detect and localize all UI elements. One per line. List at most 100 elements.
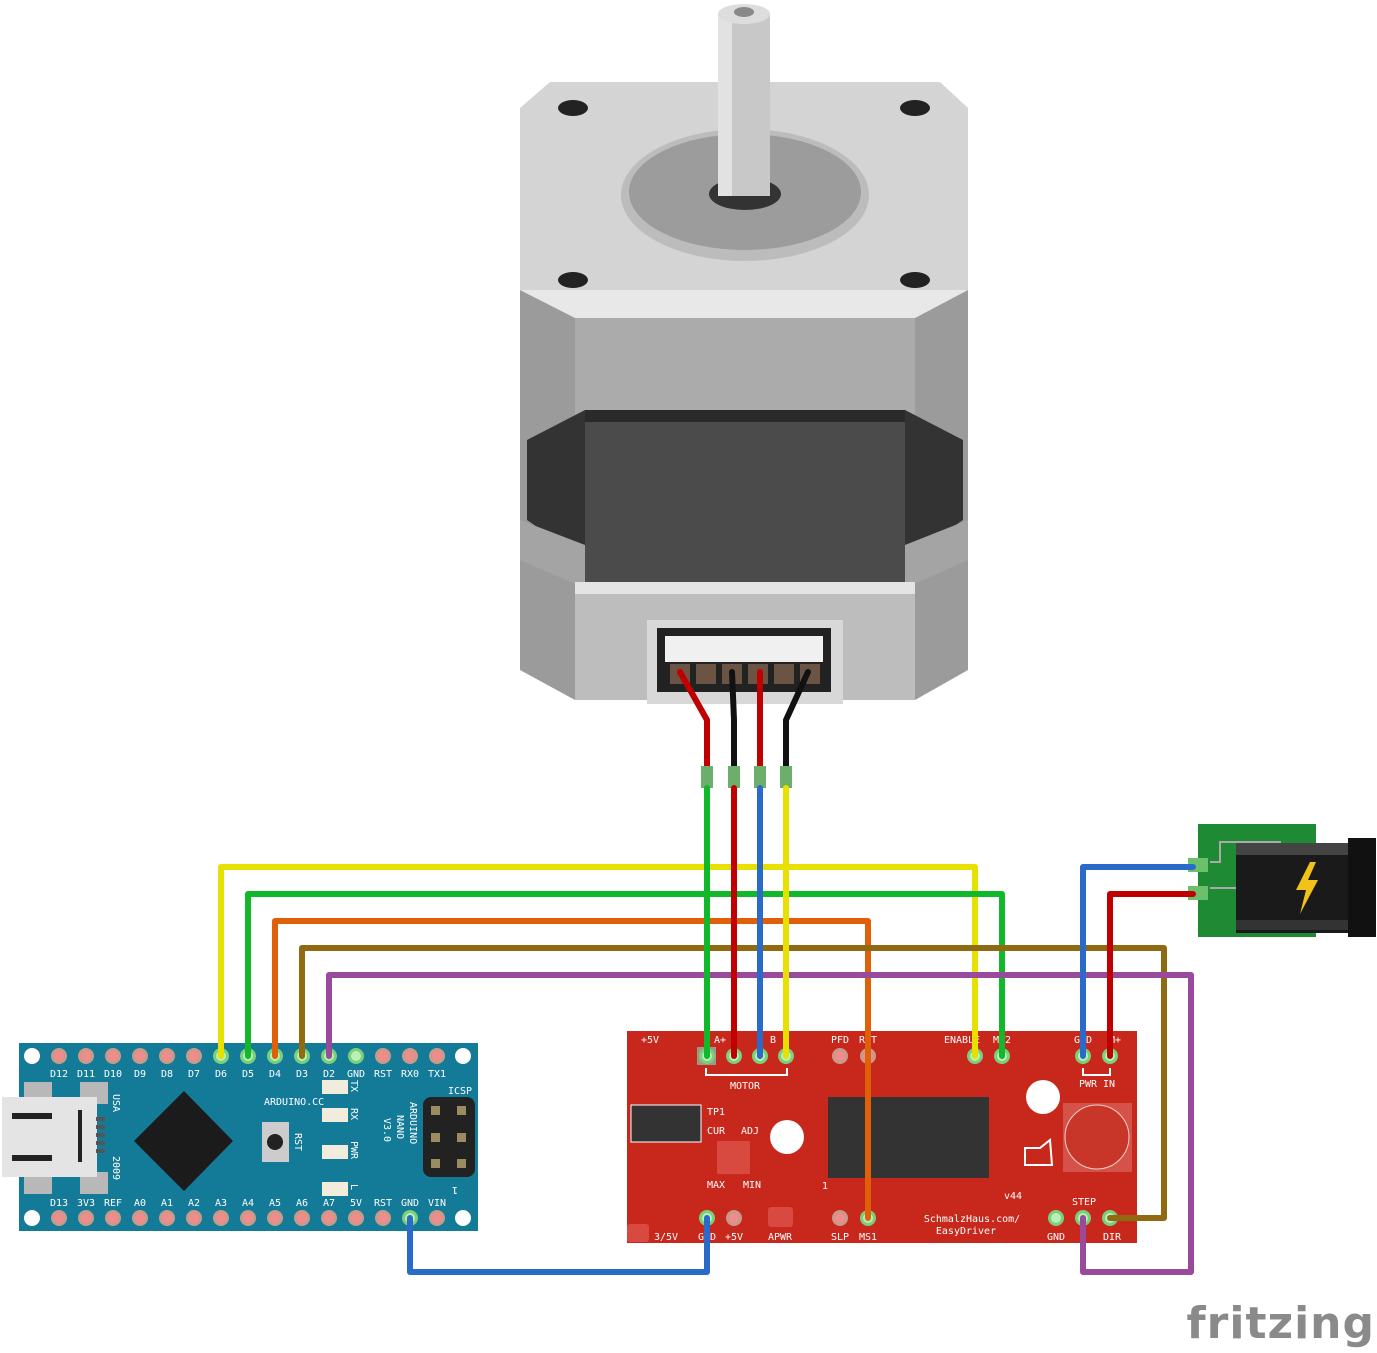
easydriver-pin-gnd-2-pad (1051, 1213, 1061, 1223)
arduino-pin-d8-pad (162, 1051, 172, 1061)
arduino-pin-label: D9 (134, 1069, 146, 1080)
arduino-pin-label: D4 (269, 1069, 281, 1080)
easydriver-pin-label: A+ (714, 1035, 726, 1046)
easydriver-pin-label: 3/5V (654, 1232, 678, 1243)
arduino-pin-label: REF (104, 1198, 122, 1209)
easydriver-pin-label: APWR (768, 1232, 793, 1243)
max-label: MAX (707, 1180, 725, 1191)
wire-blue-pwr-gnd (1080, 864, 1196, 1059)
arduino-pin-label: D10 (104, 1069, 122, 1080)
version-label: v44 (1004, 1191, 1022, 1202)
arduino-pin-label: D11 (77, 1069, 95, 1080)
arduino-pin-label: VIN (428, 1198, 446, 1209)
mount-hole (900, 100, 930, 116)
usa-label: USA (110, 1094, 121, 1112)
easydriver-pin-label: PFD (831, 1035, 849, 1046)
arduino-pin-label: TX1 (428, 1069, 446, 1080)
arduino-pin-label: 3V3 (77, 1198, 95, 1209)
brand-label: ARDUINO.CC (264, 1097, 324, 1108)
model-line-1: ARDUINO (407, 1102, 418, 1144)
arduino-pin-rst-pad (378, 1051, 388, 1061)
mount-hole (558, 100, 588, 116)
arduino-pin-d9-pad (135, 1051, 145, 1061)
mount-hole (558, 272, 588, 288)
easydriver-pin-label: ENABLE (944, 1035, 980, 1046)
arduino-pin-label: A0 (134, 1198, 146, 1209)
model-line-2: NANO (394, 1115, 405, 1139)
arduino-pin-label: A5 (269, 1198, 281, 1209)
model-line-3: V3.0 (381, 1118, 392, 1142)
arduino-pin-label: A2 (188, 1198, 200, 1209)
arduino-pin-d12-pad (54, 1051, 64, 1061)
led-tx-label: TX (348, 1080, 359, 1092)
pwr-in-label: PWR IN (1079, 1079, 1115, 1090)
easydriver-pin-pfd-pad (835, 1051, 845, 1061)
led-pwr-label: PWR (348, 1141, 359, 1160)
arduino-pin-5v-pad (351, 1213, 361, 1223)
url-line-1: SchmalzHaus.com/ (924, 1214, 1020, 1225)
arduino-pin-a7-pad (324, 1213, 334, 1223)
arduino-pin-label: A4 (242, 1198, 254, 1209)
led-rx-label: RX (348, 1108, 359, 1120)
wires (218, 785, 1196, 1275)
easydriver-pin-label: +5V (641, 1035, 659, 1046)
arduino-pin-d7-pad (189, 1051, 199, 1061)
adj-label: ADJ (741, 1126, 759, 1137)
arduino-pin-a3-pad (216, 1213, 226, 1223)
arduino-pin-rx0-pad (405, 1051, 415, 1061)
wire-brown-dir (299, 945, 1167, 1221)
arduino-pin-a1-pad (162, 1213, 172, 1223)
arduino-pin-label: GND (347, 1069, 365, 1080)
arduino-pin-label: GND (401, 1198, 419, 1209)
arduino-pin-d11-pad (81, 1051, 91, 1061)
year-label: 2009 (110, 1156, 121, 1180)
arduino-pin-label: A3 (215, 1198, 227, 1209)
easydriver-pin-5v-pad (729, 1213, 739, 1223)
power-jack[interactable] (1188, 824, 1376, 937)
arduino-pin-rst-pad (378, 1213, 388, 1223)
current-adjust-pot[interactable] (717, 1141, 750, 1174)
arduino-pin-a6-pad (297, 1213, 307, 1223)
arduino-pin-vin-pad (432, 1213, 442, 1223)
arduino-pin-tx1-pad (432, 1051, 442, 1061)
cur-label: CUR (707, 1126, 726, 1137)
easydriver-pin-label: M+ (1109, 1035, 1121, 1046)
arduino-pin-label: D7 (188, 1069, 200, 1080)
easydriver-pin-label: MS1 (859, 1232, 877, 1243)
arduino-pin-a5-pad (270, 1213, 280, 1223)
tp1-label: TP1 (707, 1107, 725, 1118)
arduino-pin-label: D12 (50, 1069, 68, 1080)
wire-red-pwr-vin (1107, 891, 1196, 1059)
arduino-pin-d10-pad (108, 1051, 118, 1061)
arduino-pin-label: 5V (350, 1198, 362, 1209)
lightning-icon (1296, 862, 1318, 914)
motor-leads (677, 669, 811, 788)
arduino-pin-label: D8 (161, 1069, 173, 1080)
stepper-motor[interactable] (520, 4, 968, 704)
icsp-pin1-label: 1 (452, 1184, 458, 1195)
arduino-pin-gnd-pad (351, 1051, 361, 1061)
icsp-header (423, 1097, 475, 1177)
wire-orange-ms1 (272, 918, 871, 1221)
easydriver-pin-label: +5V (725, 1232, 743, 1243)
motor-label: MOTOR (730, 1081, 761, 1092)
fritzing-watermark: fritzing (1186, 1298, 1375, 1349)
wire-blue-gnd (407, 1215, 710, 1275)
arduino-pin-label: D6 (215, 1069, 227, 1080)
arduino-pin-label: RX0 (401, 1069, 419, 1080)
arduino-pin-d13-pad (54, 1213, 64, 1223)
arduino-pin-ref-pad (108, 1213, 118, 1223)
mcu-chip (134, 1091, 233, 1191)
pin1-label: 1 (822, 1181, 828, 1192)
arduino-pin-a4-pad (243, 1213, 253, 1223)
arduino-pin-a0-pad (135, 1213, 145, 1223)
rst-label: RST (292, 1133, 303, 1151)
arduino-pin-label: A1 (161, 1198, 173, 1209)
easydriver-pin-label: GND (1047, 1232, 1065, 1243)
icsp-label: ICSP (448, 1086, 472, 1097)
led-l-label: L (348, 1184, 359, 1190)
arduino-pin-a2-pad (189, 1213, 199, 1223)
